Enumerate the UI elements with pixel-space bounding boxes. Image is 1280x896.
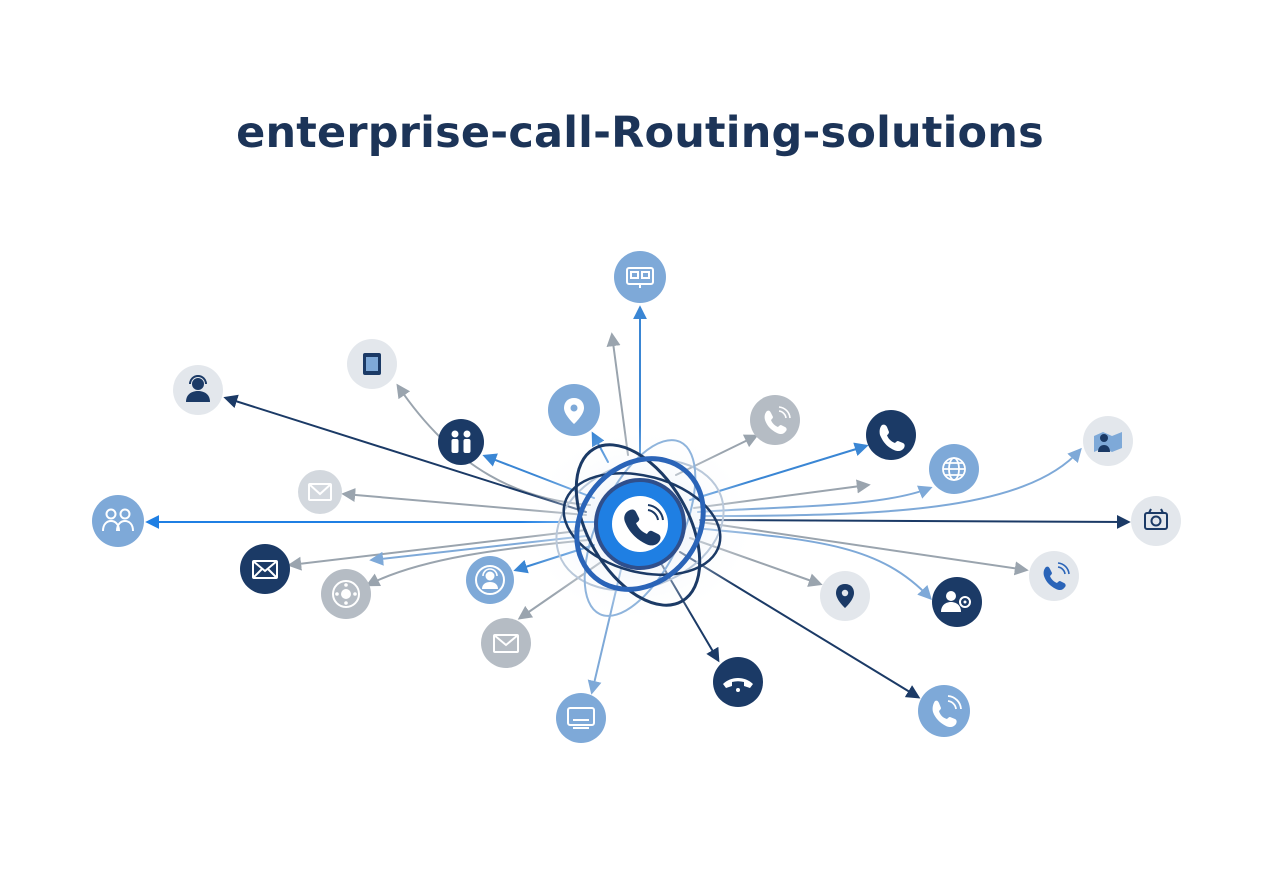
- node-globe[interactable]: [929, 444, 979, 494]
- node-call-top-right[interactable]: [750, 395, 800, 445]
- hub-core: [612, 496, 668, 552]
- dial-icon: [332, 580, 360, 608]
- page-title: enterprise-call-Routing-solutions: [236, 108, 1044, 158]
- node-camera[interactable]: [1131, 496, 1181, 546]
- phone-icon: [624, 504, 664, 546]
- hub-orbit-navy-a: [574, 443, 702, 607]
- camera-icon: [1144, 508, 1168, 530]
- node-location-right[interactable]: [820, 571, 870, 621]
- node-mail-bottom[interactable]: [481, 618, 531, 668]
- location-pin-icon: [564, 398, 584, 424]
- user-settings-icon: [941, 591, 971, 612]
- nodes: [92, 251, 1181, 743]
- connector-map: [701, 447, 1082, 517]
- node-tablet[interactable]: [347, 339, 397, 389]
- node-mail-navy[interactable]: [240, 544, 290, 594]
- map-icon: [1094, 432, 1122, 452]
- hang-up-icon: [723, 678, 753, 692]
- node-call-bottom-right[interactable]: [918, 685, 970, 737]
- monitor-icon: [567, 707, 595, 729]
- tablet-icon: [363, 353, 381, 375]
- team-icon: [102, 508, 134, 532]
- support-icon: [475, 565, 505, 595]
- phone-signal-icon: [932, 695, 962, 728]
- pbx-icon: [626, 267, 654, 288]
- node-dial[interactable]: [321, 569, 371, 619]
- node-agent-left[interactable]: [173, 365, 223, 415]
- mail-icon: [252, 560, 278, 579]
- node-mail-gray[interactable]: [298, 470, 342, 514]
- node-support[interactable]: [466, 556, 514, 604]
- node-call-right[interactable]: [1029, 551, 1079, 601]
- location-pin-icon: [836, 584, 854, 608]
- phone-signal-icon: [1043, 562, 1070, 591]
- agent-icon: [186, 375, 210, 402]
- mail-icon: [308, 483, 332, 501]
- node-monitor[interactable]: [556, 693, 606, 743]
- globe-icon: [942, 457, 966, 481]
- mail-icon: [493, 634, 519, 653]
- node-people[interactable]: [438, 419, 484, 465]
- connector-agent-left: [223, 394, 587, 513]
- node-pbx-top[interactable]: [614, 251, 666, 303]
- node-team-left[interactable]: [92, 495, 144, 547]
- node-phone-navy[interactable]: [866, 410, 916, 460]
- connector-camera: [699, 514, 1131, 529]
- node-map[interactable]: [1083, 416, 1133, 466]
- hub: [520, 425, 760, 625]
- people-icon: [451, 430, 471, 453]
- node-hangup[interactable]: [713, 657, 763, 707]
- node-user-settings[interactable]: [932, 577, 982, 627]
- phone-signal-icon: [764, 406, 791, 435]
- phone-icon: [879, 424, 905, 452]
- hub-orbit-navy-b: [562, 471, 722, 577]
- node-location-top[interactable]: [548, 384, 600, 436]
- hub-orbit-mid: [574, 456, 706, 592]
